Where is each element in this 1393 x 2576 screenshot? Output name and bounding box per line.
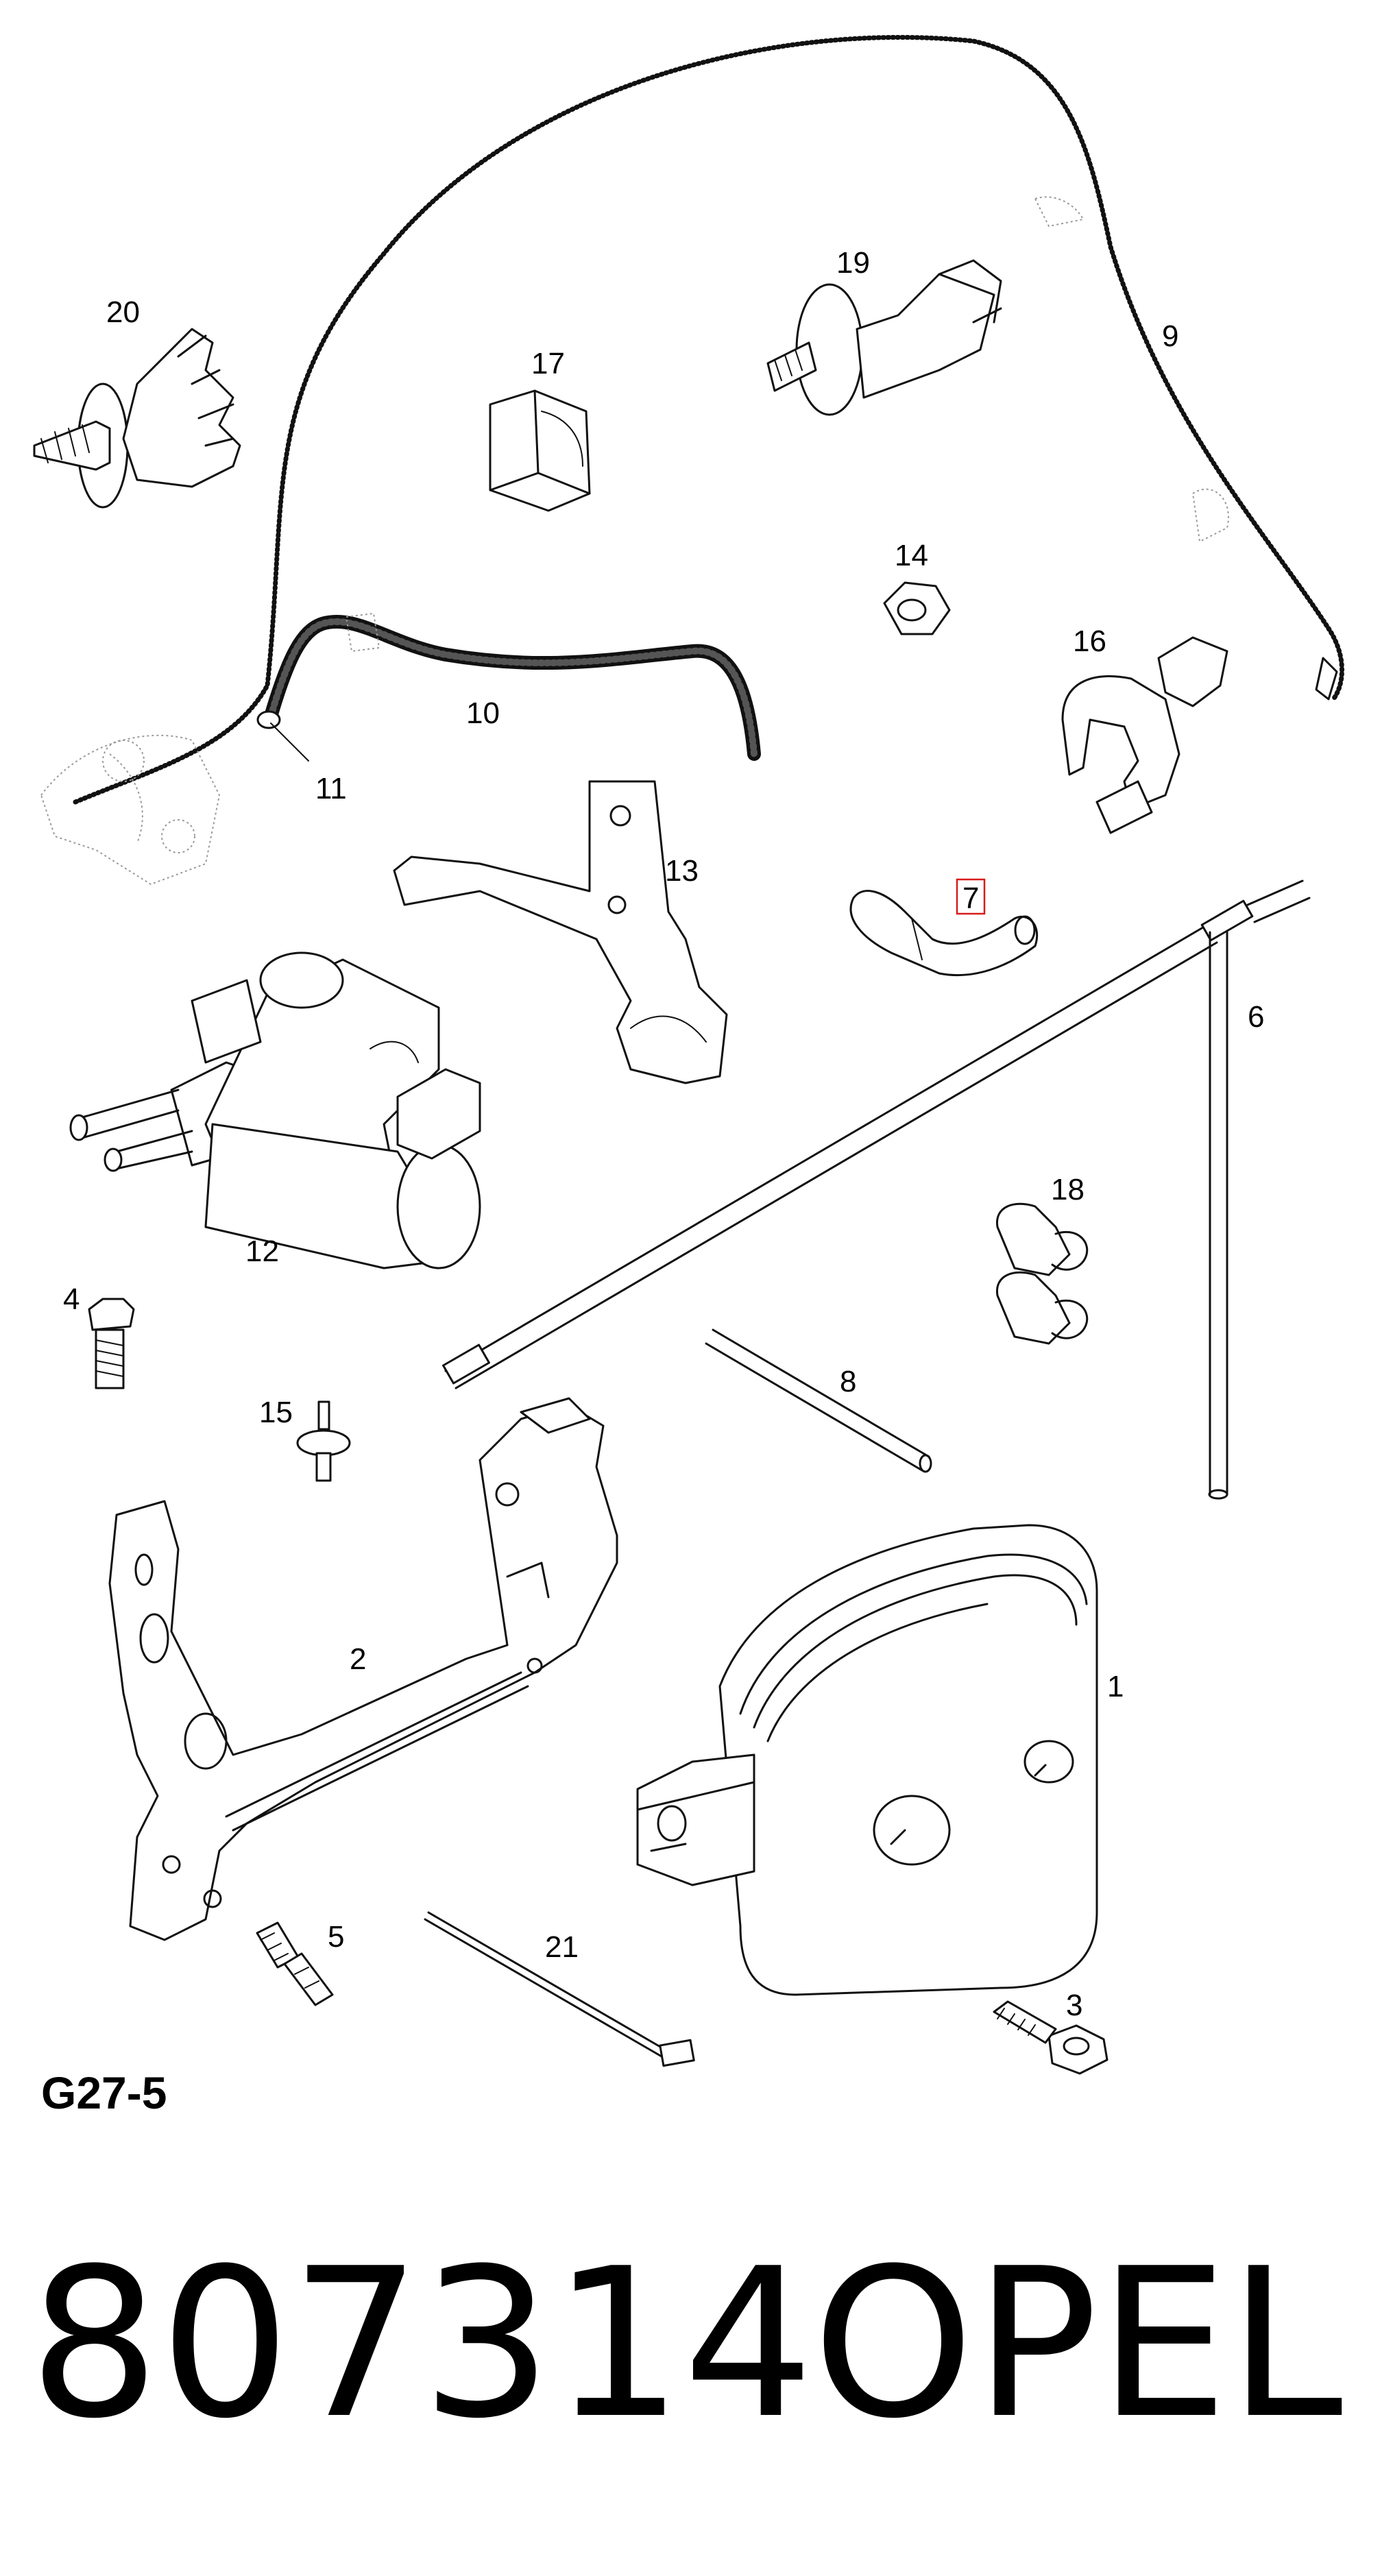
brand-name: OPEL xyxy=(812,2224,1343,2464)
part-14-nut xyxy=(883,581,951,635)
callout-5: 5 xyxy=(328,1920,344,1954)
callout-4: 4 xyxy=(63,1283,80,1316)
callout-21: 21 xyxy=(545,1930,579,1964)
callout-20: 20 xyxy=(106,295,140,329)
part-7-hose xyxy=(849,890,1039,977)
part-6-pipe xyxy=(442,879,1311,1500)
callout-19: 19 xyxy=(836,246,870,280)
callout-3: 3 xyxy=(1066,1989,1082,2022)
callout-17: 17 xyxy=(531,347,565,380)
callout-15: 15 xyxy=(259,1396,293,1429)
parts-diagram: 1 2 3 4 5 6 7 8 9 10 11 12 13 14 15 16 1… xyxy=(33,34,1344,2075)
part-5-stud xyxy=(256,1921,334,2006)
callout-2: 2 xyxy=(350,1642,366,1676)
part-9-hose xyxy=(73,34,1344,805)
callout-7: 7 xyxy=(962,882,979,915)
part-2-bracket xyxy=(108,1397,618,1941)
part-10-hose xyxy=(264,612,761,761)
part-16-bracket xyxy=(1061,636,1228,834)
part-13-bracket xyxy=(393,780,728,1084)
callout-18: 18 xyxy=(1051,1173,1085,1206)
diagram-page-code: G27-5 xyxy=(41,2067,167,2118)
part-1-reservoir xyxy=(636,1524,1098,1996)
callout-12: 12 xyxy=(245,1235,279,1268)
callout-8: 8 xyxy=(840,1365,856,1398)
callout-9: 9 xyxy=(1162,319,1178,353)
part-18-clips xyxy=(996,1202,1089,1345)
part-20-clip xyxy=(33,328,241,509)
part-8-rod xyxy=(705,1328,932,1473)
part-19-bolt-clip xyxy=(766,259,1002,416)
part-4-bolt xyxy=(88,1298,135,1389)
part-number: 807314 xyxy=(29,2224,814,2464)
part-15-stud xyxy=(296,1400,351,1482)
part-11-clamp xyxy=(256,710,309,762)
part-17-clip xyxy=(489,389,591,512)
callout-11: 11 xyxy=(315,772,347,805)
callout-7-highlight xyxy=(956,878,986,915)
ghost-bracket xyxy=(40,196,1229,886)
part-12-valve xyxy=(69,951,481,1269)
callout-14: 14 xyxy=(895,539,928,572)
callout-1: 1 xyxy=(1107,1670,1124,1703)
callout-16: 16 xyxy=(1073,624,1106,658)
callout-labels: 1 2 3 4 5 6 7 8 9 10 11 12 13 14 15 16 1… xyxy=(63,246,1264,2022)
callout-10: 10 xyxy=(466,696,500,730)
part-21-cable-tie xyxy=(424,1911,695,2067)
part-3-bolt xyxy=(993,2000,1109,2075)
callout-13: 13 xyxy=(665,854,699,888)
callout-6: 6 xyxy=(1248,1000,1264,1034)
